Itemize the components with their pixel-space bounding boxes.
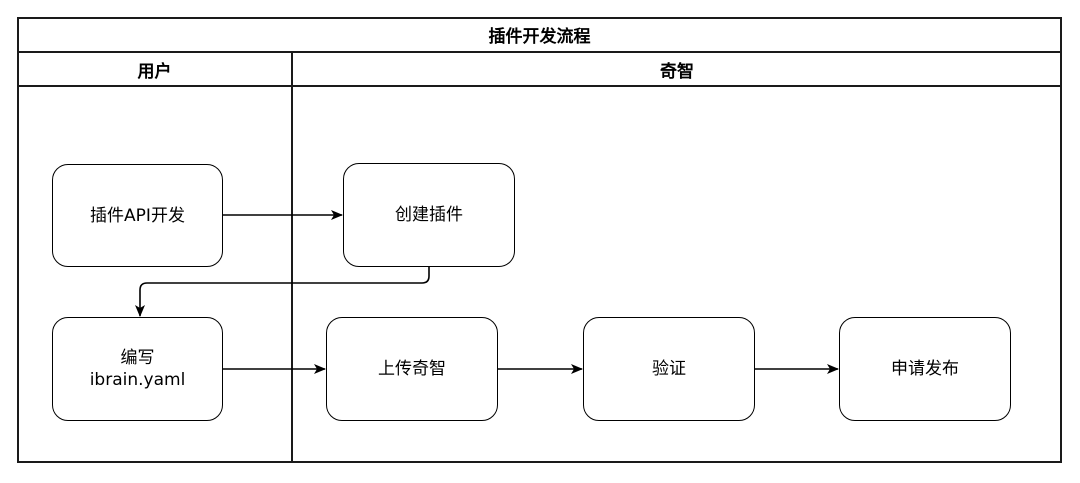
header-divider	[17, 85, 1062, 87]
edge-n2-n3	[135, 266, 430, 317]
node-plugin-api-dev[interactable]: 插件API开发	[52, 164, 223, 267]
node-label: 创建插件	[395, 205, 463, 225]
node-label-line2: ibrain.yaml	[89, 370, 186, 390]
lane-header-qizhi: 奇智	[660, 61, 694, 82]
node-upload-qizhi[interactable]: 上传奇智	[326, 317, 498, 421]
title-divider	[17, 51, 1062, 53]
node-label: 插件API开发	[90, 205, 185, 226]
lane-divider	[291, 52, 293, 463]
node-write-yaml[interactable]: 编写 ibrain.yaml	[52, 317, 223, 421]
node-create-plugin[interactable]: 创建插件	[343, 163, 515, 267]
diagram-title: 插件开发流程	[488, 27, 591, 47]
node-label: 申请发布	[891, 359, 959, 379]
node-label-line1: 编写	[120, 348, 155, 368]
lane-header-user: 用户	[137, 61, 172, 82]
node-apply-publish[interactable]: 申请发布	[839, 317, 1011, 421]
node-label: 上传奇智	[378, 359, 446, 379]
swimlane-frame	[17, 17, 1062, 463]
node-verify[interactable]: 验证	[583, 317, 755, 421]
node-label: 验证	[652, 359, 686, 379]
